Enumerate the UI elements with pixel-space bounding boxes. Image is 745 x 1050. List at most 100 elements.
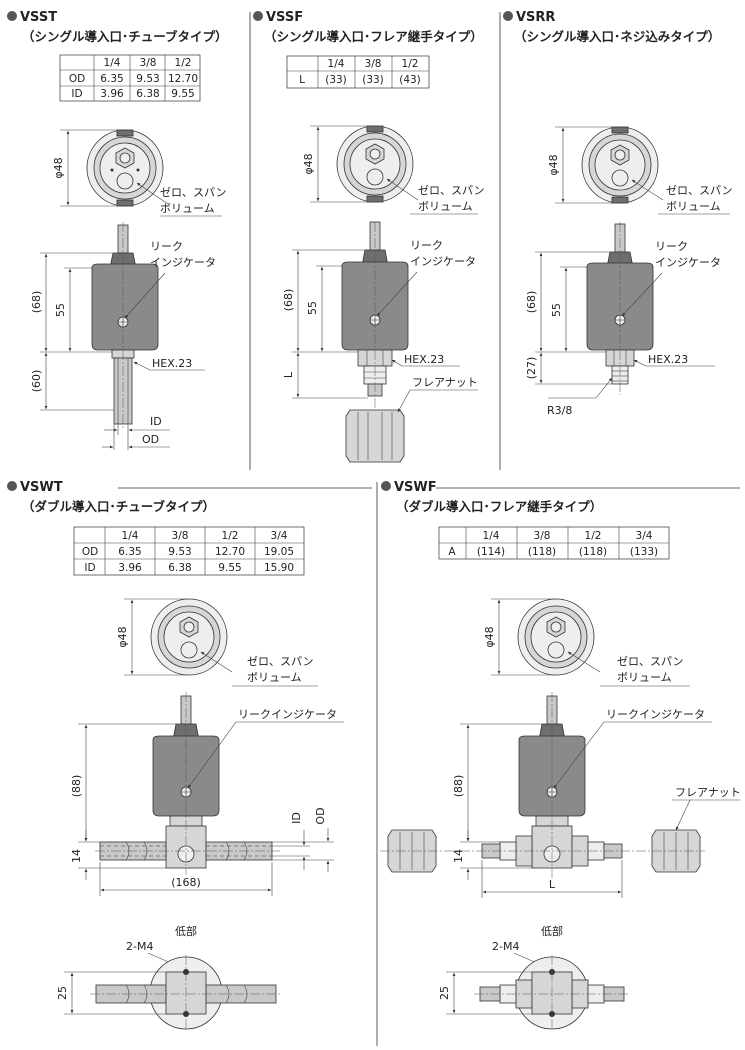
bullet-icon bbox=[253, 11, 263, 21]
bullet-icon bbox=[381, 481, 391, 491]
label-leak-indicator: リークインジケータ bbox=[606, 708, 705, 721]
label-hex: HEX.23 bbox=[152, 357, 192, 370]
dim-25: 25 bbox=[438, 986, 451, 1000]
table-cell: 9.53 bbox=[136, 73, 159, 85]
table-header: 3/8 bbox=[365, 58, 382, 70]
bottom-view: 低部 2-M4 25 bbox=[438, 924, 630, 1030]
table-cell: 6.35 bbox=[118, 546, 141, 558]
label-leak: リーク bbox=[150, 240, 183, 253]
table-header: 1/4 bbox=[328, 58, 345, 70]
bottom-view: 低部 2-M4 25 bbox=[56, 924, 282, 1030]
top-view: φ48 ゼロ、スパン ボリューム bbox=[547, 126, 733, 215]
label-bottom: 低部 bbox=[541, 924, 563, 938]
section-subtitle: （ダブル導入口･フレア継手タイプ） bbox=[396, 499, 602, 514]
section-subtitle: （シングル導入口･ネジ込みタイプ） bbox=[514, 29, 720, 44]
section-vsst: VSST （シングル導入口･チューブタイプ） 1/4 3/8 1/2 OD 6.… bbox=[7, 10, 228, 450]
section-vsrr: VSRR （シングル導入口･ネジ込みタイプ） φ48 ゼロ、スパン ボリューム bbox=[503, 10, 733, 417]
table-cell: 12.70 bbox=[215, 546, 245, 558]
dim-68: (68) bbox=[282, 289, 295, 312]
dim-l: L bbox=[282, 371, 295, 378]
label-flare-nut: フレアナット bbox=[412, 376, 478, 389]
dim-phi48: φ48 bbox=[547, 154, 560, 175]
dim-88: (88) bbox=[452, 775, 465, 798]
table-cell: 19.05 bbox=[264, 546, 294, 558]
section-title: VSWT bbox=[20, 480, 63, 495]
side-view: (68) 55 (60) リーク インジケータ HEX.23 ID OD bbox=[30, 222, 216, 450]
label-zero-span: ゼロ、スパン bbox=[617, 655, 684, 668]
side-view: (88) 14 (168) ID OD リークインジケータ bbox=[70, 692, 344, 896]
label-zero-span: ゼロ、スパン bbox=[418, 184, 485, 197]
label-zero-span: ゼロ、スパン bbox=[160, 186, 227, 199]
spec-table: 1/4 3/8 1/2 3/4 OD 6.35 9.53 12.70 19.05… bbox=[73, 526, 305, 576]
dim-168: (168) bbox=[171, 876, 201, 889]
label-hex: HEX.23 bbox=[648, 353, 688, 366]
dim-14: 14 bbox=[452, 849, 465, 863]
table-cell: 6.38 bbox=[168, 562, 191, 574]
section-vswf: VSWF （ダブル導入口･フレア継手タイプ） 1/4 3/8 1/2 3/4 A… bbox=[380, 480, 741, 1030]
label-thread: R3/8 bbox=[547, 404, 572, 417]
table-cell: 9.53 bbox=[168, 546, 191, 558]
spec-table: 1/4 3/8 1/2 3/4 A (114) (118) (118) (133… bbox=[438, 526, 670, 560]
label-volume: ボリューム bbox=[418, 200, 473, 213]
side-view: (88) 14 L リークインジケータ フレアナット bbox=[380, 692, 741, 898]
side-view: (68) 55 L リーク インジケータ HEX.23 フレアナット bbox=[282, 221, 478, 463]
top-view: φ48 ゼロ、スパン ボリューム bbox=[302, 125, 485, 215]
table-header: 3/8 bbox=[172, 530, 189, 542]
table-cell: A bbox=[448, 546, 456, 558]
table-cell: 6.35 bbox=[100, 73, 123, 85]
table-header: 1/4 bbox=[104, 57, 121, 69]
label-hex: HEX.23 bbox=[404, 353, 444, 366]
bullet-icon bbox=[7, 11, 17, 21]
table-header: 1/4 bbox=[122, 530, 139, 542]
table-cell: 9.55 bbox=[171, 88, 194, 100]
dim-id: ID bbox=[150, 415, 162, 428]
label-indicator: インジケータ bbox=[150, 256, 216, 269]
section-title: VSWF bbox=[394, 480, 437, 495]
top-view: φ48 ゼロ、スパン ボリューム bbox=[52, 129, 227, 217]
label-indicator: インジケータ bbox=[655, 256, 721, 269]
table-cell: (43) bbox=[399, 74, 421, 86]
dim-od: OD bbox=[142, 433, 159, 446]
label-leak-indicator: リークインジケータ bbox=[238, 708, 337, 721]
label-leak: リーク bbox=[655, 240, 688, 253]
table-cell: 15.90 bbox=[264, 562, 294, 574]
dim-55: 55 bbox=[550, 303, 563, 317]
table-header: 3/4 bbox=[271, 530, 288, 542]
table-cell: (118) bbox=[579, 546, 607, 558]
table-header: 1/2 bbox=[222, 530, 239, 542]
table-cell: (133) bbox=[630, 546, 658, 558]
table-cell: OD bbox=[69, 73, 85, 85]
section-title: VSRR bbox=[516, 10, 555, 25]
dim-27: (27) bbox=[525, 357, 538, 380]
dim-14: 14 bbox=[70, 849, 83, 863]
label-volume: ボリューム bbox=[666, 200, 721, 213]
dim-55: 55 bbox=[54, 303, 67, 317]
section-title: VSSF bbox=[266, 10, 303, 25]
section-title: VSST bbox=[20, 10, 57, 25]
dim-88: (88) bbox=[70, 775, 83, 798]
table-header: 1/2 bbox=[585, 530, 602, 542]
table-cell: 6.38 bbox=[136, 88, 159, 100]
table-header: 1/4 bbox=[483, 530, 500, 542]
section-subtitle: （シングル導入口･チューブタイプ） bbox=[22, 29, 228, 44]
table-cell: L bbox=[299, 74, 305, 86]
label-zero-span: ゼロ、スパン bbox=[666, 184, 733, 197]
label-volume: ボリューム bbox=[617, 671, 672, 684]
label-screw: 2-M4 bbox=[492, 940, 519, 953]
label-volume: ボリューム bbox=[160, 202, 215, 215]
table-header: 3/4 bbox=[636, 530, 653, 542]
dim-phi48: φ48 bbox=[302, 153, 315, 174]
side-view: (68) 55 (27) リーク インジケータ HEX.23 R3/8 bbox=[525, 222, 721, 417]
dim-l: L bbox=[549, 878, 556, 891]
table-cell: (33) bbox=[362, 74, 384, 86]
label-leak: リーク bbox=[410, 239, 443, 252]
label-volume: ボリューム bbox=[247, 671, 302, 684]
bullet-icon bbox=[503, 11, 513, 21]
top-view: φ48 ゼロ、スパン ボリューム bbox=[116, 598, 318, 687]
section-subtitle: （ダブル導入口･チューブタイプ） bbox=[22, 499, 215, 514]
table-header: 1/2 bbox=[402, 58, 419, 70]
section-subtitle: （シングル導入口･フレア継手タイプ） bbox=[264, 29, 483, 44]
table-cell: ID bbox=[84, 562, 95, 574]
label-zero-span: ゼロ、スパン bbox=[247, 655, 314, 668]
label-bottom: 低部 bbox=[175, 924, 197, 938]
